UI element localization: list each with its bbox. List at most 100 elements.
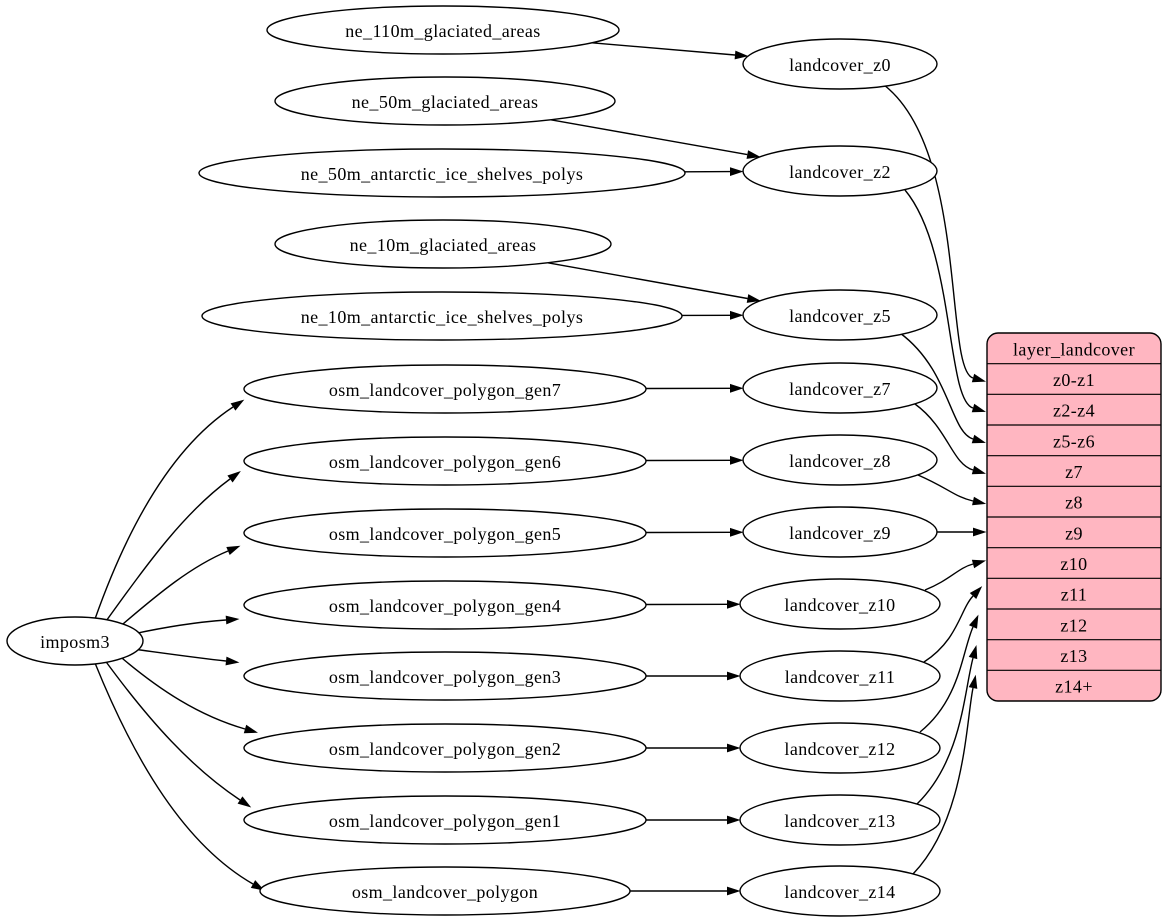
edge-landcover_z12-to-layer_landcover:z12 (919, 614, 979, 733)
node-label-landcover_z8: landcover_z8 (789, 451, 891, 471)
node-label-imposm3: imposm3 (40, 632, 110, 652)
edge-imposm3-to-osm_landcover_polygon_gen7 (94, 399, 245, 620)
node-ellipse-osm_landcover_polygon_gen6 (243, 436, 647, 486)
node-ellipse-ne_50m_antarctic_ice_shelves_polys (198, 148, 686, 198)
edge-imposm3-to-osm_landcover_polygon_gen3 (132, 648, 240, 666)
node-ellipse-landcover_z8 (742, 434, 938, 486)
node-label-osm_landcover_polygon_gen3: osm_landcover_polygon_gen3 (329, 667, 561, 687)
node-label-landcover_z12: landcover_z12 (784, 739, 895, 759)
node-ellipse-osm_landcover_polygon_gen4 (243, 580, 647, 630)
node-ellipse-landcover_z5 (742, 289, 938, 341)
edge-ne_10m_glaciated_areas-to-landcover_z5 (547, 262, 761, 303)
edge-imposm3-to-osm_landcover_polygon_gen2 (115, 652, 258, 734)
edge-ne_110m_glaciated_areas-to-landcover_z0 (591, 42, 749, 60)
node-ellipse-osm_landcover_polygon_gen1 (243, 795, 647, 845)
node-ellipse-ne_50m_glaciated_areas (274, 76, 616, 126)
node-ne_50m_antarctic_ice_shelves_polys: ne_50m_antarctic_ice_shelves_polys (198, 148, 686, 198)
node-landcover_z11: landcover_z11 (739, 650, 941, 702)
node-label-ne_10m_antarctic_ice_shelves_polys: ne_10m_antarctic_ice_shelves_polys (301, 307, 584, 327)
record-row-z5-z6: z5-z6 (1053, 431, 1095, 451)
node-landcover_z7: landcover_z7 (742, 362, 938, 414)
node-label-landcover_z5: landcover_z5 (789, 306, 891, 326)
record-row-z11: z11 (1061, 585, 1088, 605)
node-label-landcover_z14: landcover_z14 (784, 882, 895, 902)
node-imposm3: imposm3 (6, 616, 144, 666)
node-ne_110m_glaciated_areas: ne_110m_glaciated_areas (266, 5, 620, 55)
node-ellipse-osm_landcover_polygon_gen7 (243, 364, 647, 414)
node-landcover_z0: landcover_z0 (742, 38, 938, 90)
node-label-osm_landcover_polygon: osm_landcover_polygon (352, 882, 538, 902)
node-label-ne_110m_glaciated_areas: ne_110m_glaciated_areas (345, 21, 540, 41)
node-landcover_z8: landcover_z8 (742, 434, 938, 486)
node-label-osm_landcover_polygon_gen5: osm_landcover_polygon_gen5 (329, 524, 561, 544)
node-landcover_z10: landcover_z10 (739, 578, 941, 630)
node-label-landcover_z7: landcover_z7 (789, 379, 891, 399)
edges-layer (94, 42, 987, 896)
node-label-osm_landcover_polygon_gen1: osm_landcover_polygon_gen1 (329, 811, 561, 831)
node-ellipse-landcover_z13 (739, 794, 941, 846)
edge-landcover_z0-to-layer_landcover:z0-z1 (883, 84, 986, 383)
record-row-z9: z9 (1065, 523, 1083, 543)
node-label-landcover_z2: landcover_z2 (789, 162, 891, 182)
node-ne_50m_glaciated_areas: ne_50m_glaciated_areas (274, 76, 616, 126)
node-label-ne_50m_antarctic_ice_shelves_polys: ne_50m_antarctic_ice_shelves_polys (301, 164, 584, 184)
edge-landcover_z14-to-layer_landcover:z14+ (912, 674, 978, 875)
edge-imposm3-to-osm_landcover_polygon_gen6 (103, 471, 241, 625)
record-row-z13: z13 (1060, 646, 1087, 666)
record-row-z8: z8 (1065, 493, 1083, 513)
edge-imposm3-to-osm_landcover_polygon_gen1 (103, 658, 252, 808)
edge-ne_50m_glaciated_areas-to-landcover_z2 (550, 119, 761, 159)
edge-landcover_z7-to-layer_landcover:z7 (914, 403, 986, 475)
node-landcover_z5: landcover_z5 (742, 289, 938, 341)
record-row-z7: z7 (1065, 462, 1083, 482)
node-ellipse-osm_landcover_polygon_gen5 (243, 508, 647, 558)
node-landcover_z14: landcover_z14 (739, 865, 941, 917)
node-label-landcover_z10: landcover_z10 (784, 595, 895, 615)
node-ellipse-landcover_z11 (739, 650, 941, 702)
node-osm_landcover_polygon_gen4: osm_landcover_polygon_gen4 (243, 580, 647, 630)
record-row-z0-z1: z0-z1 (1053, 370, 1095, 390)
edge-landcover_z11-to-layer_landcover:z11 (923, 586, 983, 663)
edge-imposm3-to-osm_landcover_polygon_gen5 (115, 545, 241, 631)
edge-landcover_z8-to-layer_landcover:z8 (917, 474, 987, 506)
node-ellipse-landcover_z10 (739, 578, 941, 630)
node-ellipse-ne_110m_glaciated_areas (266, 5, 620, 55)
node-ellipse-imposm3 (6, 616, 144, 666)
node-ellipse-landcover_z9 (742, 506, 938, 558)
node-osm_landcover_polygon_gen5: osm_landcover_polygon_gen5 (243, 508, 647, 558)
node-osm_landcover_polygon_gen3: osm_landcover_polygon_gen3 (243, 651, 647, 701)
node-osm_landcover_polygon_gen2: osm_landcover_polygon_gen2 (243, 723, 647, 773)
record-header: layer_landcover (1013, 339, 1135, 359)
node-label-ne_50m_glaciated_areas: ne_50m_glaciated_areas (352, 92, 539, 112)
record-row-z12: z12 (1060, 615, 1087, 635)
node-ellipse-landcover_z2 (742, 145, 938, 197)
node-ne_10m_glaciated_areas: ne_10m_glaciated_areas (274, 219, 612, 269)
node-label-osm_landcover_polygon_gen7: osm_landcover_polygon_gen7 (329, 380, 561, 400)
node-ellipse-landcover_z7 (742, 362, 938, 414)
node-osm_landcover_polygon_gen1: osm_landcover_polygon_gen1 (243, 795, 647, 845)
edge-imposm3-to-osm_landcover_polygon (94, 662, 265, 891)
edge-landcover_z13-to-layer_landcover:z13 (916, 644, 978, 805)
record-row-z14+: z14+ (1055, 677, 1093, 697)
node-label-landcover_z9: landcover_z9 (789, 523, 891, 543)
node-ellipse-osm_landcover_polygon_gen3 (243, 651, 647, 701)
edge-landcover_z5-to-layer_landcover:z5-z6 (899, 332, 986, 444)
node-osm_landcover_polygon_gen6: osm_landcover_polygon_gen6 (243, 436, 647, 486)
node-label-landcover_z0: landcover_z0 (789, 55, 891, 75)
node-label-osm_landcover_polygon_gen2: osm_landcover_polygon_gen2 (329, 739, 561, 759)
node-ellipse-landcover_z14 (739, 865, 941, 917)
node-landcover_z13: landcover_z13 (739, 794, 941, 846)
node-ellipse-ne_10m_antarctic_ice_shelves_polys (201, 291, 683, 341)
node-landcover_z12: landcover_z12 (739, 722, 941, 774)
node-landcover_z9: landcover_z9 (742, 506, 938, 558)
record-node-layer_landcover: layer_landcoverz0-z1z2-z4z5-z6z7z8z9z10z… (986, 332, 1162, 702)
node-ellipse-osm_landcover_polygon (259, 866, 631, 916)
edge-landcover_z2-to-layer_landcover:z2-z4 (904, 189, 986, 413)
record-row-z2-z4: z2-z4 (1053, 401, 1095, 421)
node-ne_10m_antarctic_ice_shelves_polys: ne_10m_antarctic_ice_shelves_polys (201, 291, 683, 341)
node-landcover_z2: landcover_z2 (742, 145, 938, 197)
node-label-osm_landcover_polygon_gen4: osm_landcover_polygon_gen4 (329, 596, 561, 616)
node-label-landcover_z13: landcover_z13 (784, 811, 895, 831)
